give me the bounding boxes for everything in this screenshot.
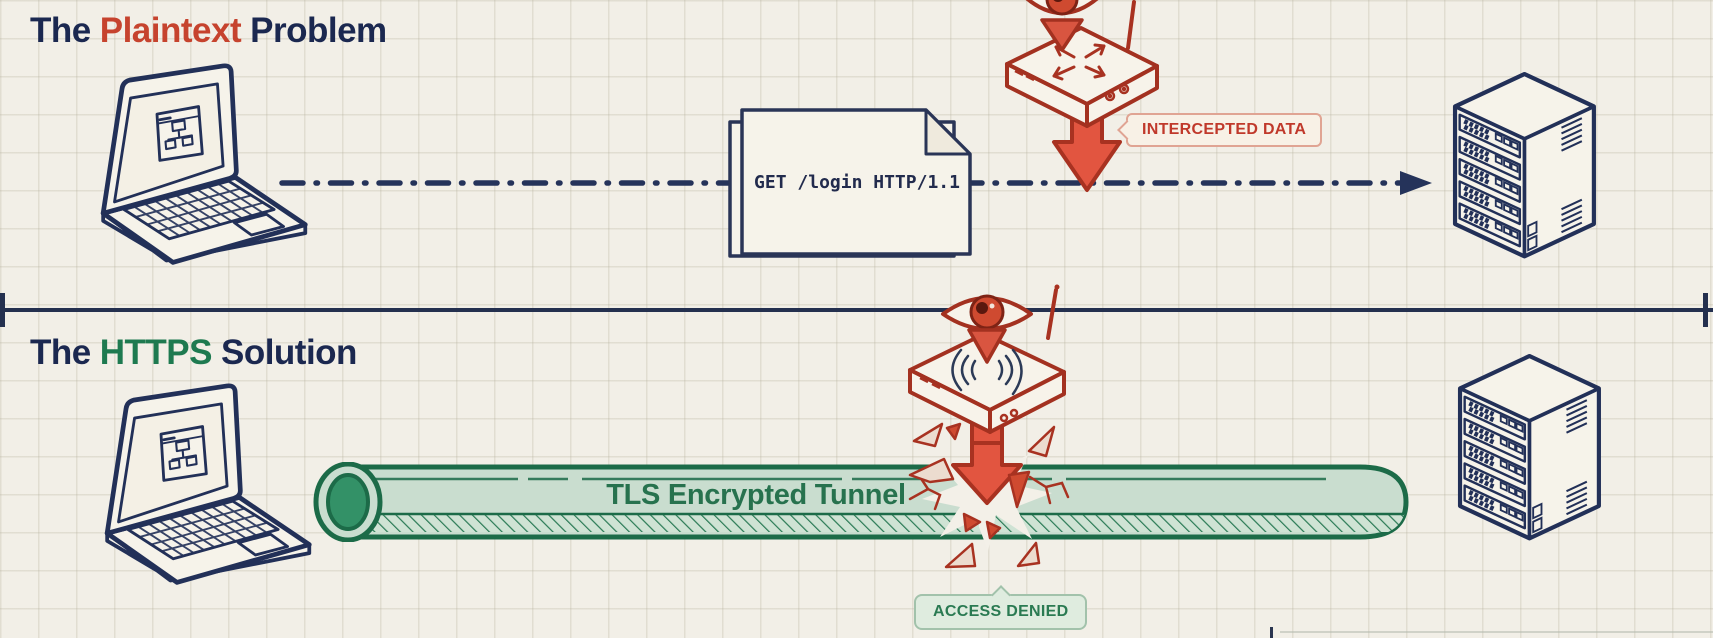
title-tail: Solution: [220, 333, 357, 372]
folded-corner: [924, 108, 972, 156]
tunnel-hatch-band: [348, 514, 1406, 532]
blocked-arrow-head: [951, 441, 1023, 505]
wifi-router-icon: [1005, 26, 1159, 128]
access-denied-label: ACCESS DENIED: [914, 585, 1088, 630]
eye-pin-pointer: [1040, 18, 1084, 52]
server-vents: [1566, 399, 1588, 516]
shattered-arrow-impact: [908, 422, 1070, 569]
section-divider: [0, 308, 1713, 312]
router-ports: [919, 376, 1019, 423]
laptop-icon: [100, 63, 308, 265]
eavesdropper-router-bottom: [908, 284, 1066, 460]
tls-tunnel: [313, 462, 1409, 542]
http-request-text: GET /login HTTP/1.1: [754, 172, 960, 193]
tunnel-label: TLS Encrypted Tunnel: [606, 479, 906, 511]
router-ports: [1014, 69, 1130, 102]
eavesdropper-eye-icon: [1025, 0, 1099, 52]
title-highlight-https: HTTPS: [99, 333, 213, 372]
touchpad: [233, 212, 285, 237]
shatter-shards: [908, 422, 1056, 569]
divider-right-cap: [1703, 293, 1708, 327]
eye-pin-pointer: [967, 328, 1007, 364]
dash-dot-arrow-line: [279, 171, 1432, 195]
server-rack-icon: [1457, 353, 1601, 541]
http-packet-card: [728, 108, 972, 258]
intercepted-data-label: INTERCEPTED DATA: [1117, 113, 1323, 147]
title-lead: The: [30, 333, 91, 372]
title-highlight-plaintext: Plaintext: [99, 11, 242, 50]
divider-left-cap: [0, 293, 5, 327]
title-tail: Problem: [250, 11, 387, 50]
touchpad: [237, 532, 289, 557]
sitemap-glyph: [168, 439, 198, 471]
eavesdropper-router-top: [1005, 0, 1159, 192]
keyboard-keys: [137, 503, 269, 557]
wifi-waves-glyph: [951, 348, 1023, 396]
laptop-icon: [104, 383, 312, 585]
eavesdropper-eye-icon: [941, 294, 1033, 364]
keyboard-keys: [133, 183, 265, 237]
title-lead: The: [30, 11, 91, 50]
bottom-edge-artifact: [1270, 627, 1273, 638]
server-vents: [1561, 117, 1583, 234]
section-title-https: The HTTPS Solution: [30, 333, 357, 373]
sitemap-glyph: [164, 119, 194, 151]
wifi-router-icon: [908, 332, 1066, 434]
section-title-plaintext: The Plaintext Problem: [30, 11, 387, 51]
server-rack-icon: [1452, 71, 1596, 259]
arrowhead-icon: [1400, 171, 1432, 195]
antenna-icon: [1046, 288, 1058, 340]
antenna-icon: [1126, 0, 1136, 50]
bottom-edge-line: [1280, 631, 1713, 633]
